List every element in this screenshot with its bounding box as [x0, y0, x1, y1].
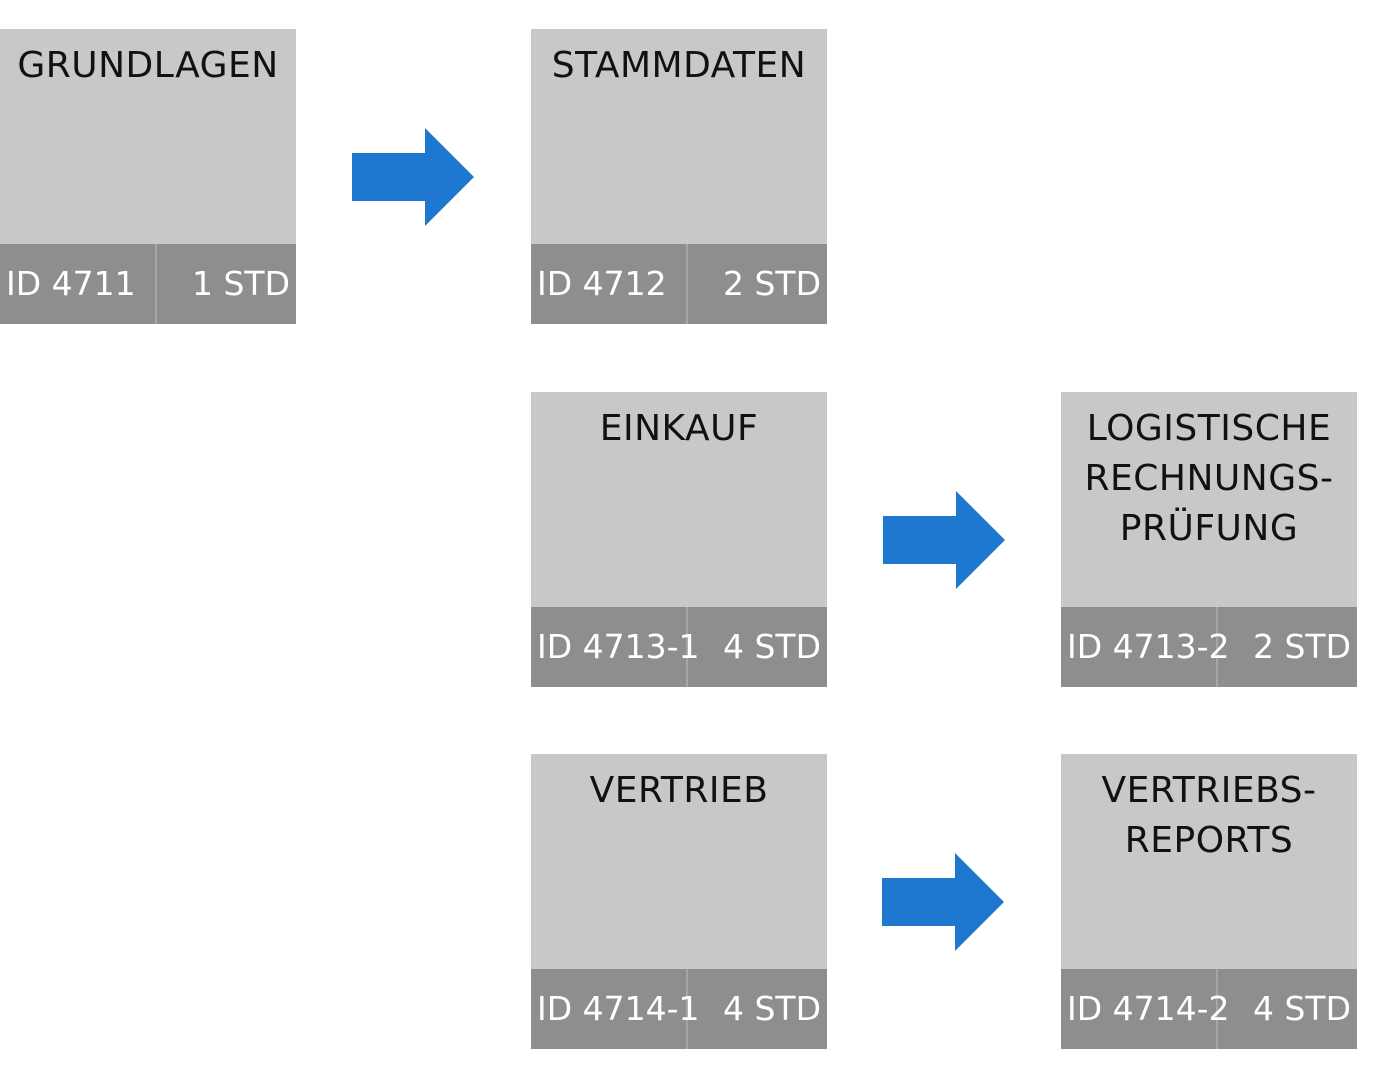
module-card-stammdaten: STAMMDATEN ID 4712 2 STD [531, 29, 827, 324]
module-duration: 4 STD [722, 627, 821, 666]
module-footer: ID 4713-2 2 STD [1061, 607, 1357, 687]
right-arrow-icon [352, 128, 474, 226]
module-title: LOGISTISCHE RECHNUNGS- PRÜFUNG [1084, 408, 1334, 549]
module-card-vertrieb: VERTRIEB ID 4714-1 4 STD [531, 754, 827, 1049]
module-id: ID 4713-2 [1067, 627, 1230, 666]
footer-divider [686, 969, 688, 1049]
module-title: VERTRIEB [589, 770, 769, 811]
module-title: VERTRIEBS- REPORTS [1101, 770, 1317, 861]
module-footer: ID 4714-2 4 STD [1061, 969, 1357, 1049]
footer-divider [686, 244, 688, 324]
module-footer: ID 4711 1 STD [0, 244, 296, 324]
module-id: ID 4713-1 [537, 627, 700, 666]
footer-divider [155, 244, 157, 324]
module-id: ID 4711 [6, 264, 136, 303]
module-card-vertriebsreports: VERTRIEBS- REPORTS ID 4714-2 4 STD [1061, 754, 1357, 1049]
module-card-grundlagen: GRUNDLAGEN ID 4711 1 STD [0, 29, 296, 324]
footer-divider [1216, 607, 1218, 687]
module-title: STAMMDATEN [551, 45, 807, 86]
module-duration: 1 STD [191, 264, 290, 303]
module-footer: ID 4713-1 4 STD [531, 607, 827, 687]
module-title: EINKAUF [599, 408, 759, 449]
module-duration: 2 STD [1252, 627, 1351, 666]
module-card-einkauf: EINKAUF ID 4713-1 4 STD [531, 392, 827, 687]
module-card-logistische-rechnungspruefung: LOGISTISCHE RECHNUNGS- PRÜFUNG ID 4713-2… [1061, 392, 1357, 687]
module-id: ID 4712 [537, 264, 667, 303]
module-title: GRUNDLAGEN [17, 45, 279, 86]
module-duration: 4 STD [722, 989, 821, 1028]
module-duration: 4 STD [1252, 989, 1351, 1028]
module-id: ID 4714-1 [537, 989, 700, 1028]
module-id: ID 4714-2 [1067, 989, 1230, 1028]
footer-divider [686, 607, 688, 687]
module-footer: ID 4714-1 4 STD [531, 969, 827, 1049]
module-duration: 2 STD [722, 264, 821, 303]
right-arrow-icon [883, 491, 1005, 589]
module-footer: ID 4712 2 STD [531, 244, 827, 324]
right-arrow-icon [882, 853, 1004, 951]
footer-divider [1216, 969, 1218, 1049]
